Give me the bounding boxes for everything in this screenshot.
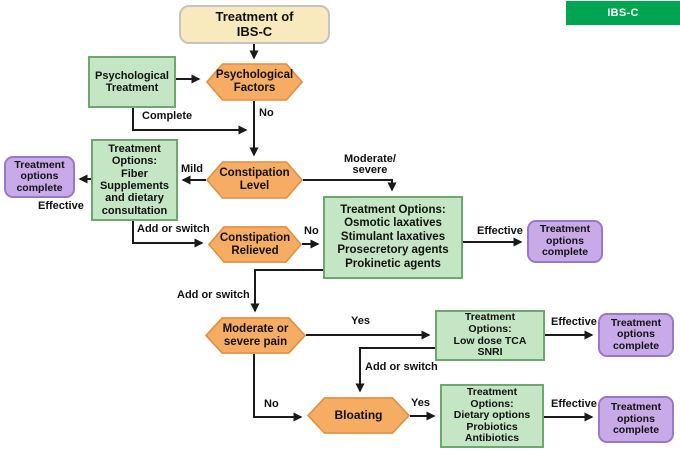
edge-osmotic-add-or-switch (250, 269, 323, 313)
hexagon-shape (206, 63, 303, 101)
edge-label-mild: Mild (181, 163, 203, 175)
edge-label-complete: Complete (142, 110, 193, 122)
edge-label-effective-2: Effective (477, 225, 523, 237)
edge-label-no-relieved: No (304, 225, 319, 237)
node-treatment-options-complete-4: Treatment options complete (598, 396, 674, 443)
edge-moderate-pain-no (253, 354, 303, 422)
edge-label-add-or-switch-2: Add or switch (177, 289, 250, 301)
node-treatment-options-complete-3-label: Treatment options complete (610, 316, 662, 352)
node-treatment-options-complete-2: Treatment options complete (527, 220, 603, 263)
edge-fiber-add-or-switch (132, 221, 204, 248)
decision-moderate-or-severe-pain: Moderate or severe pain (205, 317, 306, 354)
decision-bloating-label: Bloating (334, 407, 383, 422)
decision-moderate-or-severe-pain-label: Moderate or severe pain (222, 322, 289, 348)
edge-label-add-or-switch-1: Add or switch (137, 223, 210, 235)
decision-constipation-relieved-label: Constipation Relieved (219, 231, 291, 257)
edge-label-no-psych: No (259, 107, 274, 119)
node-treatment-options-complete-1: Treatment options complete (4, 156, 75, 198)
decision-constipation-level-label: Constipation Level (219, 167, 290, 192)
node-tca-treatment-options-label: Treatment Options: Low dose TCA SNRI (453, 311, 527, 359)
hexagon-shape (208, 226, 302, 263)
hexagon-shape (206, 161, 303, 199)
node-treatment-options-complete-2-label: Treatment options complete (539, 223, 591, 259)
edge-tca-add-or-switch (355, 347, 435, 393)
node-dietary-treatment-options-label: Treatment Options: Dietary options Probi… (453, 386, 531, 445)
node-treatment-options-complete-4-label: Treatment options complete (610, 401, 662, 437)
edge-label-effective-1: Effective (38, 200, 84, 212)
node-treatment-of-ibs-c: Treatment of IBS-C (179, 5, 330, 44)
hexagon-shape (205, 317, 306, 354)
edge-label-moderate-severe: Moderate/ severe (344, 153, 396, 176)
node-dietary-treatment-options: Treatment Options: Dietary options Probi… (440, 384, 544, 448)
edge-label-yes-bloating: Yes (411, 397, 430, 409)
edge-complete-path (132, 108, 248, 135)
node-osmotic-treatment-options-label: Treatment Options: Osmotic laxatives Sti… (337, 203, 449, 270)
node-osmotic-treatment-options: Treatment Options: Osmotic laxatives Sti… (323, 196, 463, 279)
node-tca-treatment-options: Treatment Options: Low dose TCA SNRI (435, 310, 545, 361)
decision-constipation-relieved: Constipation Relieved (208, 226, 302, 263)
decision-constipation-level: Constipation Level (206, 161, 303, 199)
edge-label-no-pain: No (264, 398, 279, 410)
decision-bloating: Bloating (307, 397, 410, 434)
edge-label-yes-pain: Yes (351, 315, 370, 327)
ibs-c-badge-label: IBS-C (607, 6, 639, 19)
edge-label-effective-4: Effective (551, 398, 597, 410)
node-fiber-treatment-options-label: Treatment Options: Fiber Supplements and… (99, 143, 170, 217)
node-psychological-treatment: Psychological Treatment (88, 56, 176, 108)
ibs-c-badge: IBS-C (566, 1, 680, 25)
decision-psychological-factors: Psychological Factors (206, 63, 303, 101)
decision-psychological-factors-label: Psychological Factors (215, 69, 294, 94)
node-treatment-of-ibs-c-label: Treatment of IBS-C (215, 9, 294, 39)
node-treatment-options-complete-1-label: Treatment options complete (14, 158, 65, 194)
hexagon-shape (307, 397, 410, 434)
node-fiber-treatment-options: Treatment Options: Fiber Supplements and… (91, 139, 178, 221)
node-treatment-options-complete-3: Treatment options complete (598, 313, 674, 357)
edge-constipation-level-moderate-severe (303, 179, 397, 192)
node-psychological-treatment-label: Psychological Treatment (95, 69, 169, 94)
edge-label-effective-3: Effective (551, 316, 597, 328)
edge-label-add-or-switch-3: Add or switch (365, 361, 438, 373)
